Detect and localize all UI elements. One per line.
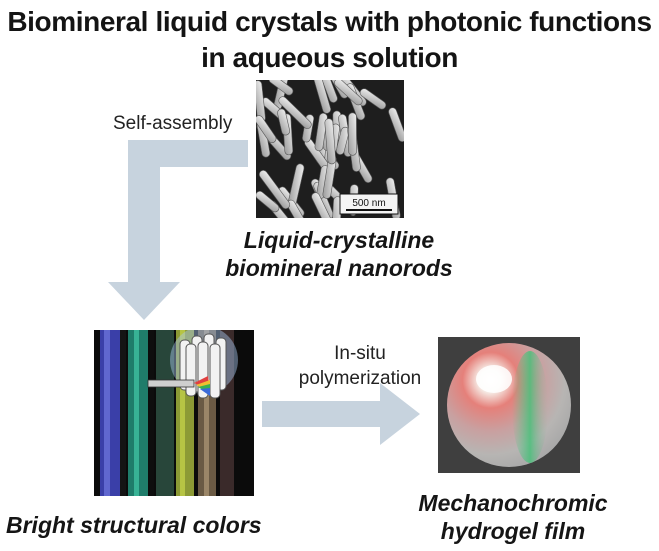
nanorod: [259, 170, 291, 209]
nanorod: [268, 80, 294, 96]
nanorod: [277, 108, 290, 136]
film-caption-line1: Mechanochromic: [418, 490, 608, 516]
hydrogel-film-image: [438, 337, 580, 473]
hydrogel-film-panel: [438, 337, 580, 473]
structural-colors-caption: Bright structural colors: [6, 512, 262, 538]
nanorod: [286, 199, 305, 218]
nanorod: [311, 192, 337, 218]
sem-micrograph: 500 nm: [256, 80, 404, 218]
self-assembly-arrow: [108, 140, 248, 320]
polymerization-label: polymerization: [298, 368, 422, 389]
in-situ-label: In-situ: [334, 343, 386, 364]
polymerization-arrow: [262, 383, 420, 445]
nanorod: [388, 107, 404, 142]
nanorods-caption-line2: biomineral nanorods: [225, 255, 453, 281]
nanorod: [256, 190, 280, 213]
scale-bar-label: 500 nm: [352, 198, 385, 209]
nanorod-image: 500 nm: [256, 80, 404, 218]
nanorod: [335, 126, 350, 155]
nanorod: [278, 96, 312, 129]
nanorod: [314, 112, 328, 152]
self-assembly-label: Self-assembly: [113, 113, 233, 134]
nanorod: [348, 112, 357, 156]
nanorods-caption-line1: Liquid-crystalline: [243, 227, 435, 253]
nanorod: [311, 80, 331, 114]
figure-title-line1: Biomineral liquid crystals with photonic…: [7, 6, 652, 37]
figure-title-line2: in aqueous solution: [201, 42, 458, 73]
nanorod: [359, 88, 387, 110]
vials-image: [94, 330, 254, 496]
nanorod: [320, 80, 338, 103]
nanorod: [324, 118, 337, 165]
film-caption-line2: hydrogel film: [440, 518, 586, 544]
nanorod: [256, 115, 277, 143]
nanorod: [331, 196, 342, 218]
nanorod: [334, 80, 363, 106]
structural-colors-panel: [94, 330, 254, 496]
